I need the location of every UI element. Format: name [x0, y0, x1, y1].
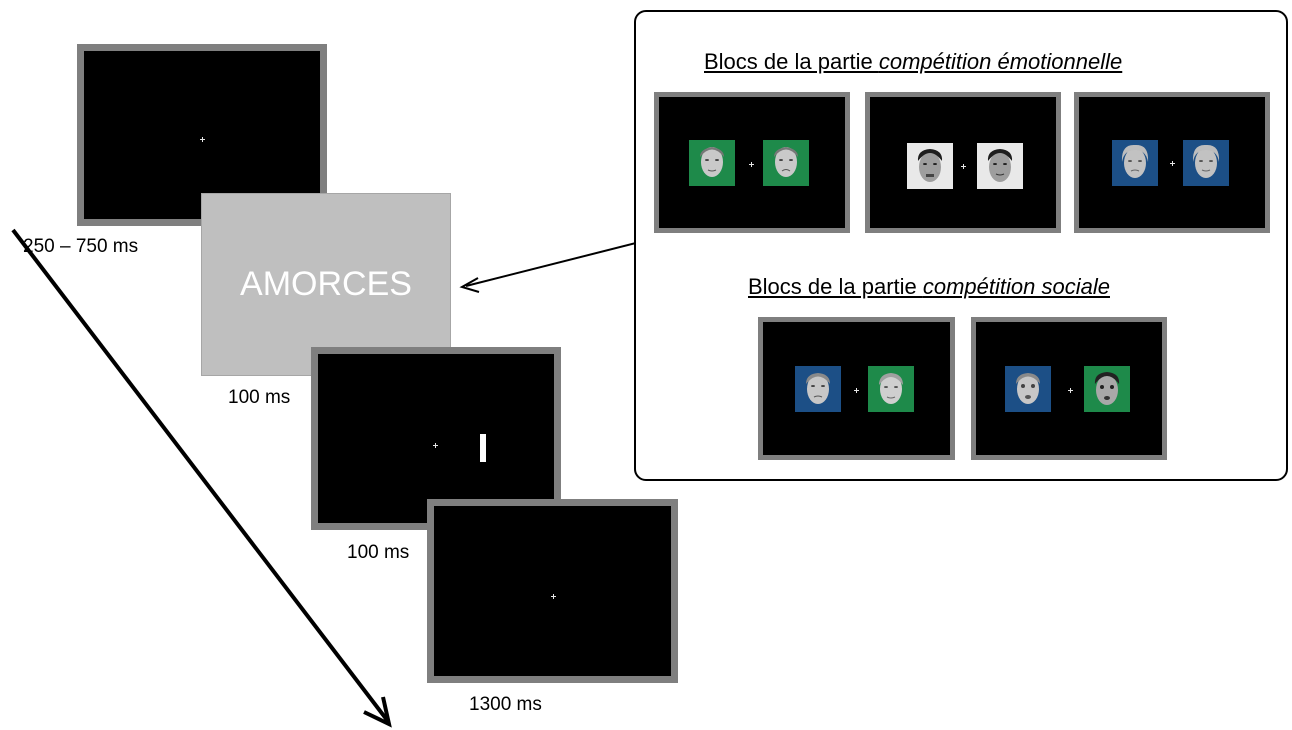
face-image-left [689, 140, 735, 186]
blocks-panel: Blocs de la partie compétition émotionne… [634, 10, 1288, 481]
fixation-cross-icon [551, 594, 556, 599]
fixation-cross-icon [961, 164, 966, 169]
face-image-right [763, 140, 809, 186]
emotional-block-screen-2 [865, 92, 1061, 233]
social-block-screen-1 [758, 317, 955, 460]
fixation-cross-icon [854, 388, 859, 393]
social-block-screen-2 [971, 317, 1167, 460]
face-image-right [1183, 140, 1229, 186]
face-image-left [795, 366, 841, 412]
response-duration-label: 1300 ms [469, 694, 542, 715]
fixation-cross-icon [1068, 388, 1073, 393]
response-screen [427, 499, 678, 683]
emotional-block-screen-3 [1074, 92, 1270, 233]
prime-label: AMORCES [240, 265, 412, 303]
prime-screen: AMORCES [201, 193, 451, 376]
face-image-left [907, 143, 953, 189]
target-bar [480, 434, 486, 462]
face-image-left [1112, 140, 1158, 186]
face-image-right [977, 143, 1023, 189]
fixation-cross-icon [433, 443, 438, 448]
emotional-block-screen-1 [654, 92, 850, 233]
target-duration-label: 100 ms [347, 542, 410, 563]
face-image-left [1005, 366, 1051, 412]
face-image-right [868, 366, 914, 412]
fixation-cross-icon [749, 162, 754, 167]
social-blocks-title: Blocs de la partie compétition sociale [748, 274, 1110, 299]
fixation-duration-label: 250 – 750 ms [23, 236, 139, 257]
fixation-cross-icon [1170, 161, 1175, 166]
prime-duration-label: 100 ms [228, 387, 291, 408]
emotional-blocks-title: Blocs de la partie compétition émotionne… [704, 49, 1123, 74]
face-image-right [1084, 366, 1130, 412]
fixation-cross-icon [200, 137, 205, 142]
